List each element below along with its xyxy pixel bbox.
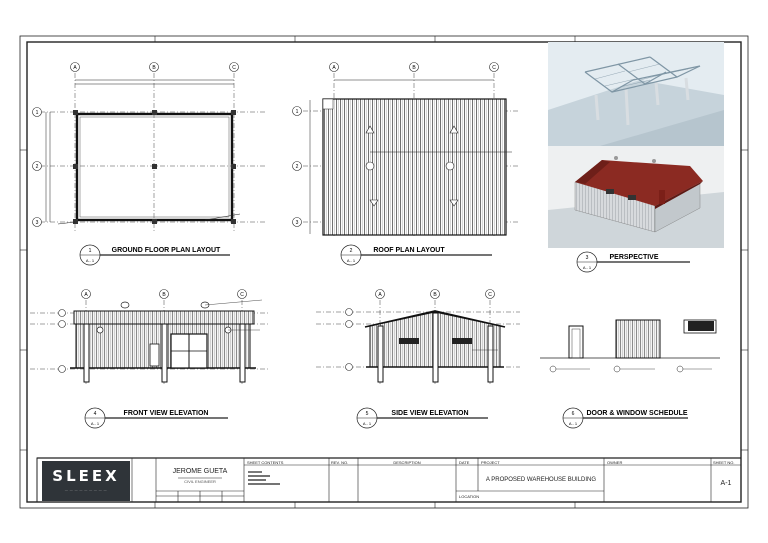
grid-bubble-row-3: 3 bbox=[36, 220, 39, 226]
ground-floor-plan bbox=[32, 62, 265, 232]
sheet-number: A-1 bbox=[720, 480, 732, 487]
header-owner: OWNER bbox=[607, 460, 623, 465]
perspective-sheet: A - 1 bbox=[583, 265, 592, 270]
grid-bubble-col-b: B bbox=[412, 65, 416, 71]
grid-bubble-row-1: 1 bbox=[36, 110, 39, 116]
door-window-title-text: DOOR & WINDOW SCHEDULE bbox=[586, 410, 687, 417]
grid-bubble-row-1: 1 bbox=[296, 109, 299, 115]
grid-bubble-col-a: A bbox=[73, 65, 77, 71]
ground-floor-title: 1 A - 1 GROUND FLOOR PLAN LAYOUT bbox=[79, 244, 230, 266]
sleex-logo: SLEEX — — — — — — — — — bbox=[42, 461, 130, 501]
door-window-number: 6 bbox=[572, 411, 575, 417]
door-window-schedule bbox=[540, 319, 720, 373]
ground-floor-title-text: GROUND FLOOR PLAN LAYOUT bbox=[112, 247, 221, 254]
grid-bubble-col-c: C bbox=[492, 65, 496, 71]
grid-bubble-col-a: A bbox=[332, 65, 336, 71]
grid-bubble-row-2: 2 bbox=[296, 164, 299, 170]
grid-bubble-col-b: B bbox=[152, 65, 156, 71]
title-block bbox=[36, 457, 742, 503]
perspective-number: 3 bbox=[586, 255, 589, 261]
side-elevation-number: 5 bbox=[366, 411, 369, 417]
perspective-title: 3 A - 1 PERSPECTIVE bbox=[576, 251, 690, 273]
roof-plan-number: 2 bbox=[350, 248, 353, 254]
perspective-warehouse-render bbox=[548, 146, 724, 248]
header-project: PROJECT bbox=[481, 460, 500, 465]
door-window-sheet: A - 1 bbox=[569, 421, 578, 426]
grid-bubble-col-a: A bbox=[378, 292, 382, 298]
grid-bubble-col-c: C bbox=[488, 292, 492, 298]
side-elevation-title: 5 A - 1 SIDE VIEW ELEVATION bbox=[356, 407, 488, 429]
side-elevation-sheet: A - 1 bbox=[363, 421, 372, 426]
header-date: DATE bbox=[459, 460, 470, 465]
ground-floor-number: 1 bbox=[89, 248, 92, 254]
grid-bubble-col-b: B bbox=[162, 292, 166, 298]
roof-plan-title: 2 A - 1 ROOF PLAN LAYOUT bbox=[340, 244, 492, 266]
grid-bubble-row-3: 3 bbox=[296, 220, 299, 226]
grid-bubble-col-c: C bbox=[240, 292, 244, 298]
header-location: LOCATION bbox=[459, 494, 480, 499]
front-elevation-sheet: A - 1 bbox=[91, 421, 100, 426]
grid-bubble-col-b: B bbox=[433, 292, 437, 298]
front-elevation-number: 4 bbox=[94, 411, 97, 417]
project-name: A PROPOSED WAREHOUSE BUILDING bbox=[485, 477, 597, 483]
grid-bubble-row-2: 2 bbox=[36, 164, 39, 170]
front-elevation-title-text: FRONT VIEW ELEVATION bbox=[124, 410, 209, 417]
perspective-render-frame bbox=[548, 42, 724, 146]
logo-tagline-lines: — — — — — — — — — bbox=[64, 488, 108, 492]
roof-plan-sheet: A - 1 bbox=[347, 258, 356, 263]
roof-plan bbox=[292, 62, 520, 236]
grid-bubble-col-c: C bbox=[232, 65, 236, 71]
side-elevation-title-text: SIDE VIEW ELEVATION bbox=[391, 410, 468, 417]
roof-plan-title-text: ROOF PLAN LAYOUT bbox=[373, 247, 445, 254]
front-elevation-title: 4 A - 1 FRONT VIEW ELEVATION bbox=[84, 407, 228, 429]
logo-wordmark: SLEEX bbox=[52, 467, 120, 485]
designer-name: JEROME GUETA bbox=[172, 468, 228, 475]
perspective-title-text: PERSPECTIVE bbox=[609, 254, 658, 261]
side-elevation bbox=[316, 289, 520, 384]
door-window-title: 6 A - 1 DOOR & WINDOW SCHEDULE bbox=[562, 407, 688, 429]
header-description: DESCRIPTION bbox=[393, 460, 421, 465]
front-elevation bbox=[30, 289, 270, 384]
header-sheet-no: SHEET NO. bbox=[713, 460, 735, 465]
designer-role: CIVIL ENGINEER bbox=[184, 479, 216, 484]
grid-bubble-col-a: A bbox=[84, 292, 88, 298]
ground-floor-sheet: A - 1 bbox=[86, 258, 95, 263]
header-rev-no: REV. NO. bbox=[331, 460, 349, 465]
header-sheet-contents: SHEET CONTENTS bbox=[247, 460, 284, 465]
